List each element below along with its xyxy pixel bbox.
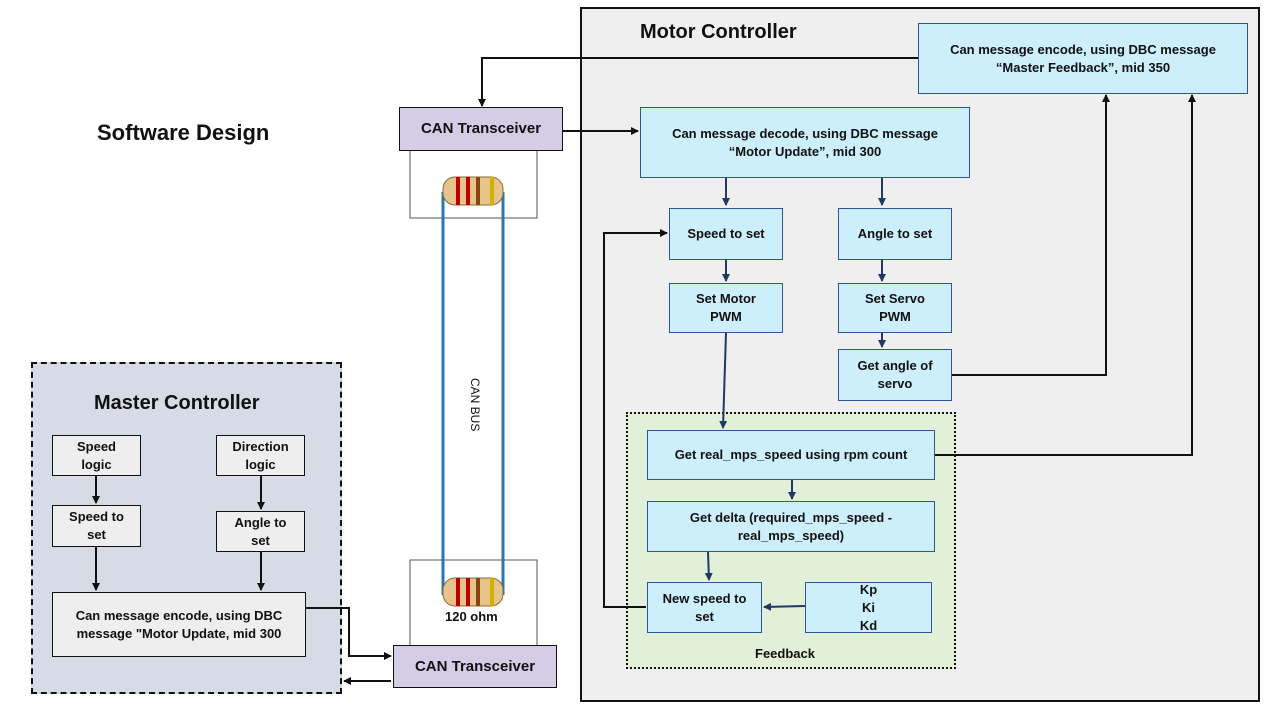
top-resistor-icon [442,176,504,206]
bottom-resistor-icon [442,577,504,607]
master-controller-title: Master Controller [94,392,260,414]
can-transceiver-top[interactable]: CAN Transceiver [399,107,563,151]
set-servo-pwm-box[interactable]: Set Servo PWM [838,283,952,333]
master-speed-to-set-box[interactable]: Speed to set [52,505,141,547]
get-delta-box[interactable]: Get delta (required_mps_speed - real_mps… [647,501,935,552]
feedback-label: Feedback [755,646,815,661]
encode-motor-update-box[interactable]: Can message encode, using DBC message "M… [52,592,306,657]
resistor-label: 120 ohm [445,609,498,624]
top-termination-wire [409,150,538,219]
set-motor-pwm-box[interactable]: Set Motor PWM [669,283,783,333]
motor-angle-to-set-box[interactable]: Angle to set [838,208,952,260]
get-angle-of-servo-box[interactable]: Get angle of servo [838,349,952,401]
can-bus-label: CAN BUS [468,378,482,432]
direction-logic-box[interactable]: Direction logic [216,435,305,476]
pid-gains-box[interactable]: Kp Ki Kd [805,582,932,633]
can-transceiver-bottom[interactable]: CAN Transceiver [393,645,557,688]
bottom-termination-wire [409,559,538,645]
get-real-speed-box[interactable]: Get real_mps_speed using rpm count [647,430,935,480]
master-angle-to-set-box[interactable]: Angle to set [216,511,305,552]
decode-motor-update-box[interactable]: Can message decode, using DBC message “M… [640,107,970,178]
speed-logic-box[interactable]: Speed logic [52,435,141,476]
page-title: Software Design [97,120,270,145]
new-speed-to-set-box[interactable]: New speed to set [647,582,762,633]
encode-master-feedback-box[interactable]: Can message encode, using DBC message “M… [918,23,1248,94]
motor-controller-title: Motor Controller [640,21,797,43]
motor-speed-to-set-box[interactable]: Speed to set [669,208,783,260]
